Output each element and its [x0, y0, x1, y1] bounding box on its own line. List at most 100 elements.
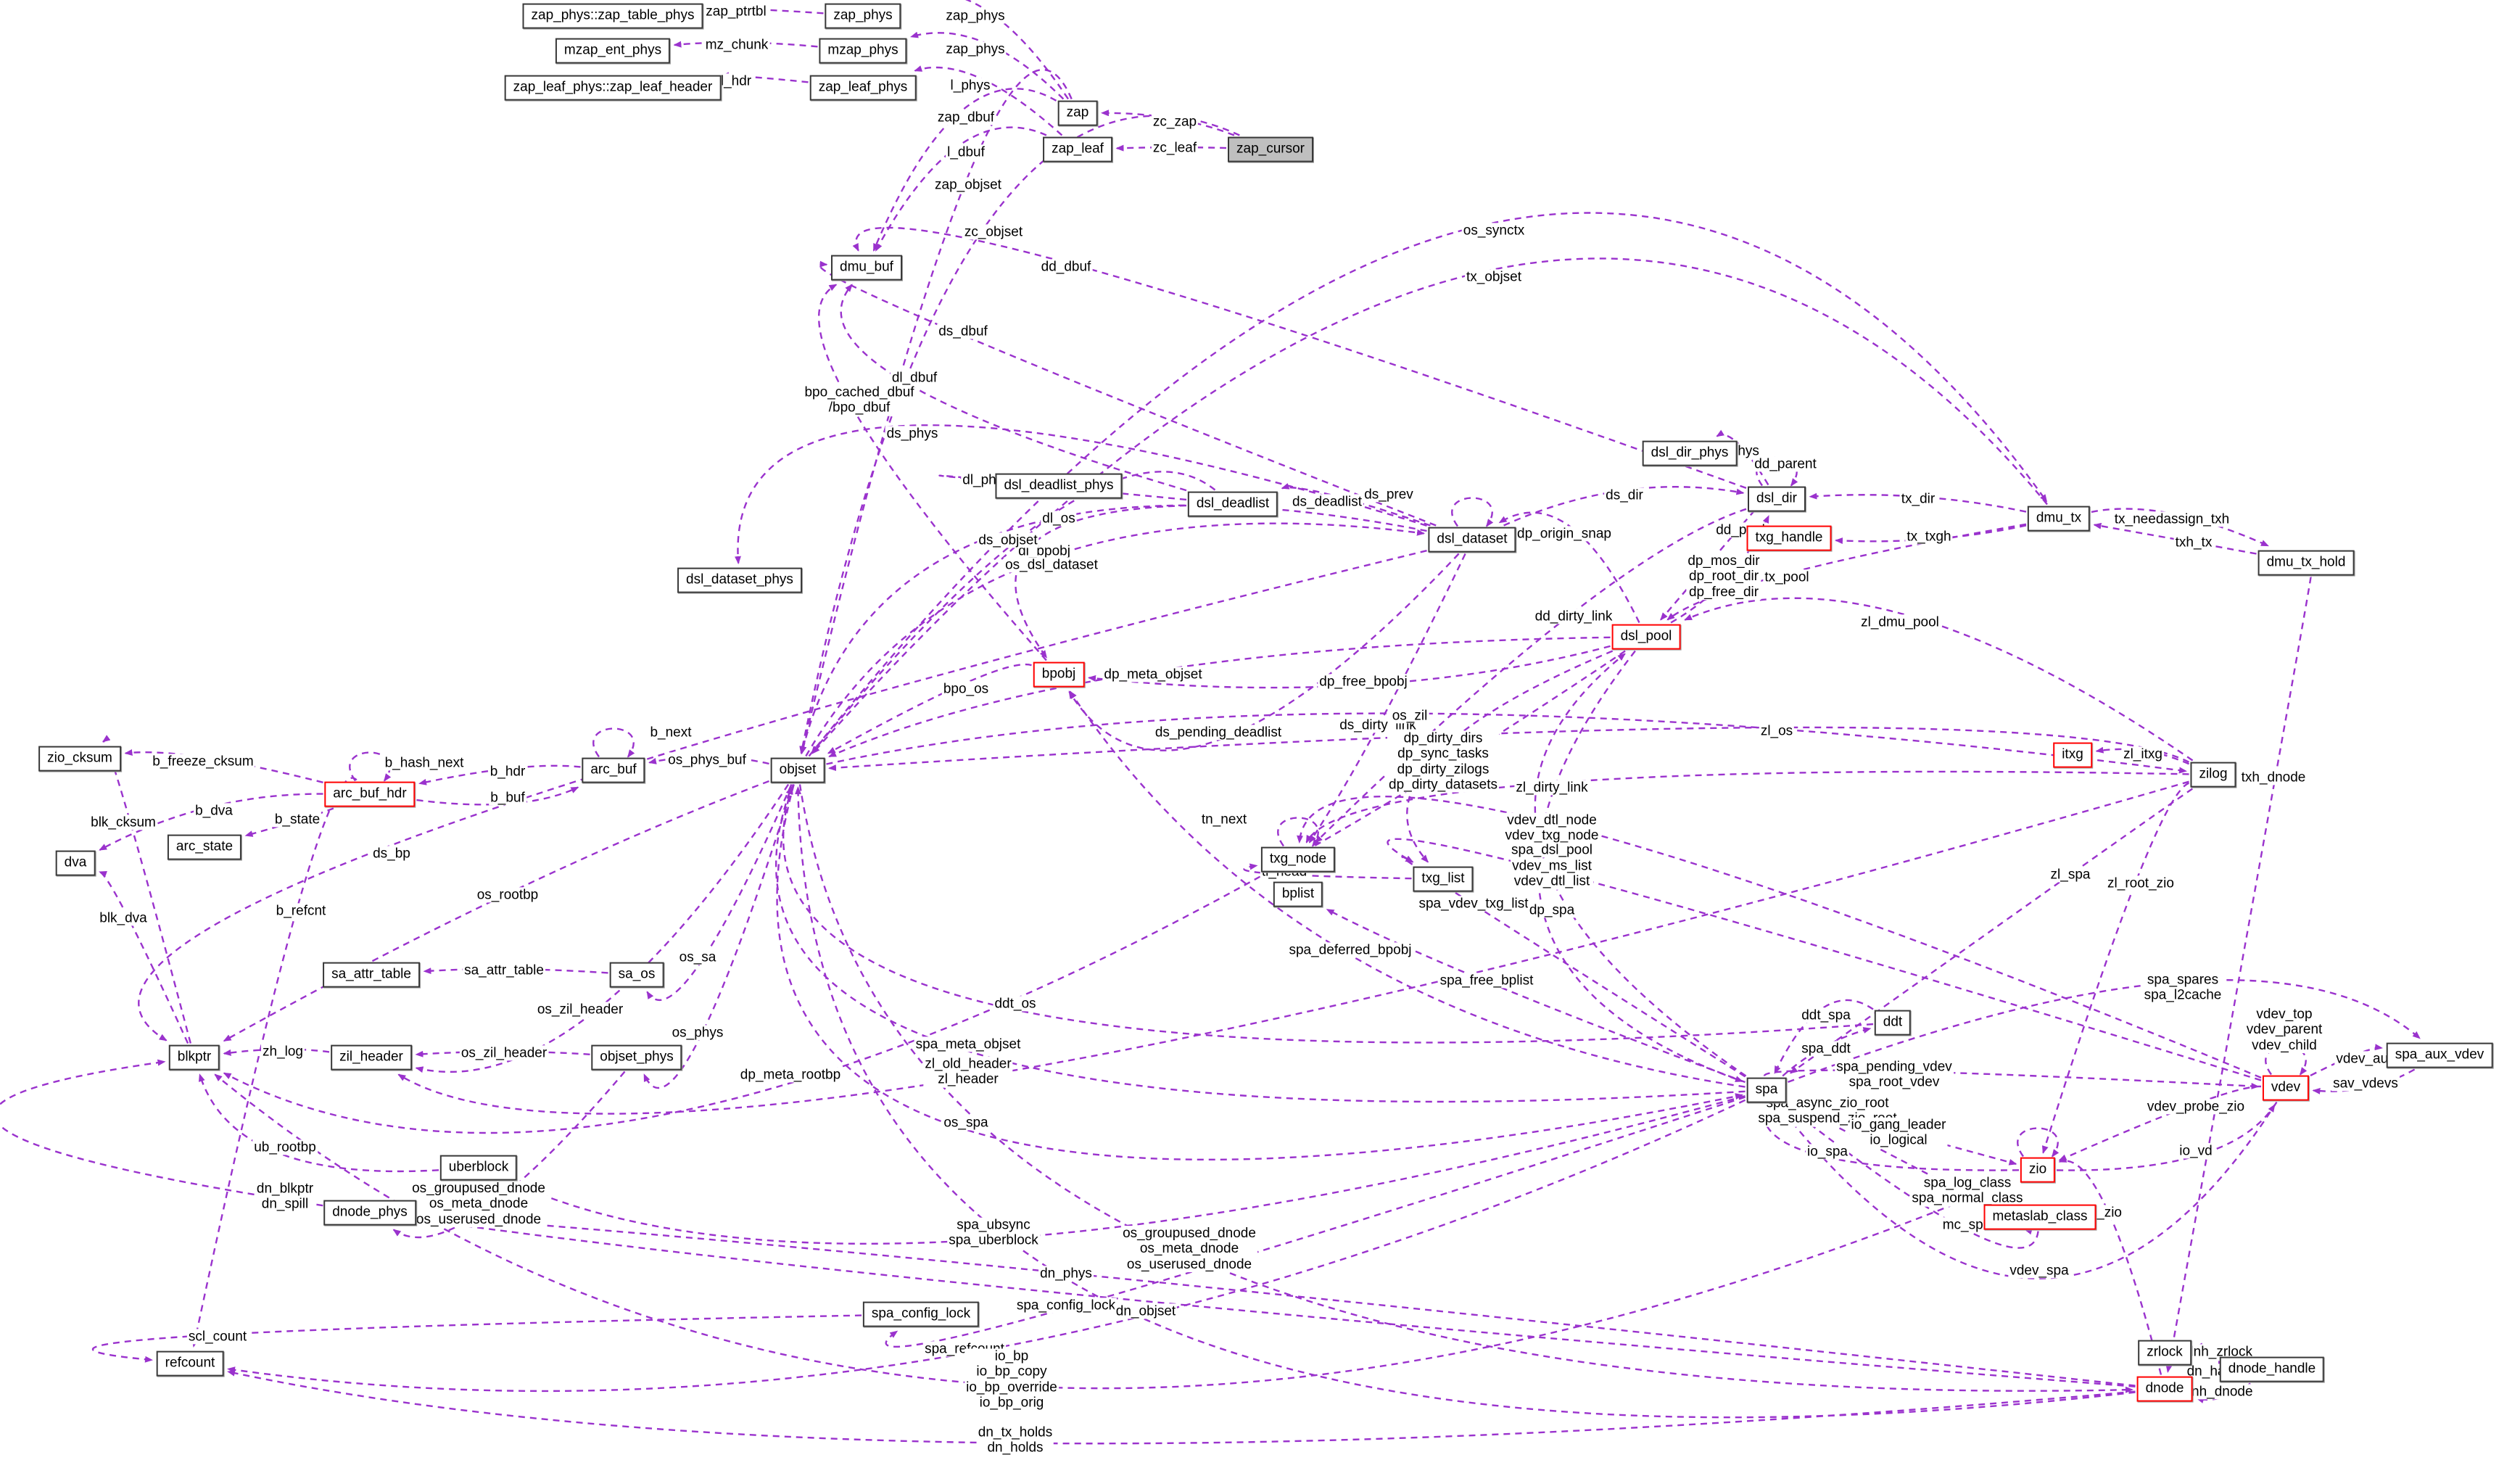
node-refcount[interactable]: refcount — [156, 1350, 224, 1377]
edge-label-spa_spares: spa_spares spa_l2cache — [2142, 972, 2223, 1004]
node-dsl_deadlist_phys[interactable]: dsl_deadlist_phys — [995, 473, 1123, 499]
edge-metaslab_class-spa — [1787, 1106, 2039, 1249]
node-uberblock[interactable]: uberblock — [439, 1155, 518, 1181]
node-txg_node[interactable]: txg_node — [1260, 846, 1336, 873]
node-dmu_buf[interactable]: dmu_buf — [831, 255, 902, 281]
edge-dmu_tx-dmu_tx_hold — [2091, 508, 2269, 547]
edge-label-b_next: b_next — [648, 725, 693, 741]
edge-blkptr-dva — [99, 870, 189, 1044]
edge-dsl_pool-dsl_dataset — [1498, 511, 1640, 624]
node-sa_os[interactable]: sa_os — [609, 962, 664, 988]
edge-zilog-spa — [1789, 788, 2193, 1074]
edge-label-b_hdr: b_hdr — [488, 764, 527, 780]
edge-label-os_synctx: os_synctx — [1461, 223, 1527, 239]
edge-label-b_buf: b_buf — [489, 790, 526, 806]
edge-label-tx_pool: tx_pool — [1763, 569, 1811, 585]
edge-arc_buf-arc_buf — [592, 727, 635, 758]
node-dsl_dataset[interactable]: dsl_dataset — [1428, 527, 1516, 553]
node-dsl_pool[interactable]: dsl_pool — [1611, 624, 1681, 650]
node-spa_aux_vdev[interactable]: spa_aux_vdev — [2386, 1042, 2493, 1068]
edge-zilog-dsl_pool — [1684, 597, 2194, 762]
node-arc_buf_hdr[interactable]: arc_buf_hdr — [324, 781, 416, 807]
edge-dsl_dir-dsl_dir — [1756, 456, 1798, 487]
node-zap_phys[interactable]: zap_phys — [825, 3, 901, 29]
edge-label-b_dva: b_dva — [194, 803, 234, 819]
node-dsl_dir_phys[interactable]: dsl_dir_phys — [1642, 440, 1738, 466]
edge-label-os_rootbp: os_rootbp — [475, 887, 540, 903]
node-dnode_phys[interactable]: dnode_phys — [323, 1200, 416, 1226]
node-dsl_dataset_phys[interactable]: dsl_dataset_phys — [677, 567, 802, 593]
edge-dsl_deadlist-objset — [811, 471, 1216, 754]
edge-label-zl_itxg: zl_itxg — [2122, 746, 2164, 762]
node-itxg[interactable]: itxg — [2053, 742, 2092, 768]
node-objset[interactable]: objset — [770, 757, 825, 783]
node-dnode[interactable]: dnode — [2136, 1376, 2193, 1402]
node-ddt[interactable]: ddt — [1874, 1010, 1912, 1036]
node-vdev[interactable]: vdev — [2262, 1075, 2310, 1101]
edge-label-b_state: b_state — [273, 812, 322, 828]
edge-vdev-spa — [1779, 1101, 2278, 1279]
edge-label-os_phys_buf: os_phys_buf — [666, 752, 748, 768]
edge-vdev-vdev — [2265, 1045, 2308, 1076]
edge-label-ddt_spa: ddt_spa — [1800, 1007, 1852, 1023]
node-mzap_phys[interactable]: mzap_phys — [819, 38, 907, 64]
edge-label-ds_phys: ds_phys — [885, 426, 940, 442]
edge-label-dn_phys: dn_phys — [1038, 1266, 1094, 1282]
edge-label-zap_phys: zap_phys — [944, 8, 1007, 24]
node-bplist[interactable]: bplist — [1273, 881, 1323, 907]
node-txg_list[interactable]: txg_list — [1413, 866, 1474, 892]
edge-zilog-objset — [828, 726, 2190, 772]
edge-label-scl_count: scl_count — [186, 1329, 249, 1345]
node-zrlock[interactable]: zrlock — [2138, 1340, 2191, 1366]
node-zio[interactable]: zio — [2020, 1157, 2056, 1183]
edge-label-blk_dva: blk_dva — [98, 910, 149, 926]
node-dmu_tx_hold[interactable]: dmu_tx_hold — [2257, 550, 2355, 576]
edge-spa-uberblock — [516, 1094, 1746, 1245]
node-zil_header[interactable]: zil_header — [331, 1044, 412, 1071]
edge-label-os_zil_header: os_zil_header — [535, 1002, 625, 1018]
edge-label-zap_phys: zap_phys — [944, 41, 1007, 57]
node-dva[interactable]: dva — [55, 850, 96, 876]
node-zap[interactable]: zap — [1057, 100, 1098, 126]
node-zio_cksum[interactable]: zio_cksum — [38, 746, 121, 772]
edge-label-tn_next: tn_next — [1199, 812, 1249, 828]
node-arc_buf[interactable]: arc_buf — [582, 757, 645, 783]
edge-label-ds_deadlist: ds_deadlist — [1290, 494, 1364, 510]
edge-label-dd_dbuf: dd_dbuf — [1039, 259, 1093, 275]
edge-label-os_phys: os_phys — [670, 1025, 725, 1041]
edge-label-spa_dsl_pool: spa_dsl_pool — [1510, 842, 1594, 858]
node-dnode_handle[interactable]: dnode_handle — [2219, 1356, 2325, 1382]
edge-zap-zap_phys — [964, 0, 1069, 100]
node-sa_attr_table[interactable]: sa_attr_table — [323, 962, 420, 988]
node-bpobj[interactable]: bpobj — [1033, 661, 1085, 688]
edge-label-spa_config_lock: spa_config_lock — [1015, 1298, 1118, 1313]
edge-zap-objset — [800, 68, 1073, 754]
node-zap_leaf_header[interactable]: zap_leaf_phys::zap_leaf_header — [504, 75, 722, 101]
node-metaslab_class[interactable]: metaslab_class — [1983, 1204, 2096, 1230]
edge-dnode-refcount — [227, 1369, 2136, 1445]
node-zap_leaf[interactable]: zap_leaf — [1043, 136, 1112, 162]
node-dsl_deadlist[interactable]: dsl_deadlist — [1187, 491, 1278, 517]
edge-label-l_phys: l_phys — [949, 78, 992, 94]
edge-label-spa_deferred_bpobj: spa_deferred_bpobj — [1287, 942, 1413, 958]
node-mzap_ent_phys[interactable]: mzap_ent_phys — [555, 38, 671, 64]
edge-label-mz_chunk: mz_chunk — [703, 37, 770, 53]
node-dsl_dir[interactable]: dsl_dir — [1748, 486, 1806, 512]
node-zap_table_phys[interactable]: zap_phys::zap_table_phys — [522, 3, 703, 29]
node-spa[interactable]: spa — [1746, 1077, 1787, 1103]
edge-label-vdev_ms_list: vdev_ms_list vdev_dtl_list — [1511, 858, 1593, 890]
edge-dsl_deadlist-dmu_buf — [840, 284, 1187, 492]
node-spa_config_lock[interactable]: spa_config_lock — [862, 1301, 980, 1327]
edge-spa_config_lock-refcount — [92, 1314, 862, 1363]
node-dmu_tx[interactable]: dmu_tx — [2027, 506, 2091, 532]
edge-bpobj-objset — [827, 663, 1032, 754]
node-objset_phys[interactable]: objset_phys — [591, 1044, 682, 1071]
edge-label-zl_dmu_pool: zl_dmu_pool — [1859, 614, 1941, 630]
node-zilog[interactable]: zilog — [2190, 762, 2236, 788]
node-txg_handle[interactable]: txg_handle — [1746, 525, 1832, 551]
node-arc_state[interactable]: arc_state — [167, 834, 242, 860]
edge-label-l_hdr: l_hdr — [719, 73, 753, 89]
node-zap_leaf_phys[interactable]: zap_leaf_phys — [809, 75, 917, 101]
node-blkptr[interactable]: blkptr — [168, 1044, 220, 1071]
